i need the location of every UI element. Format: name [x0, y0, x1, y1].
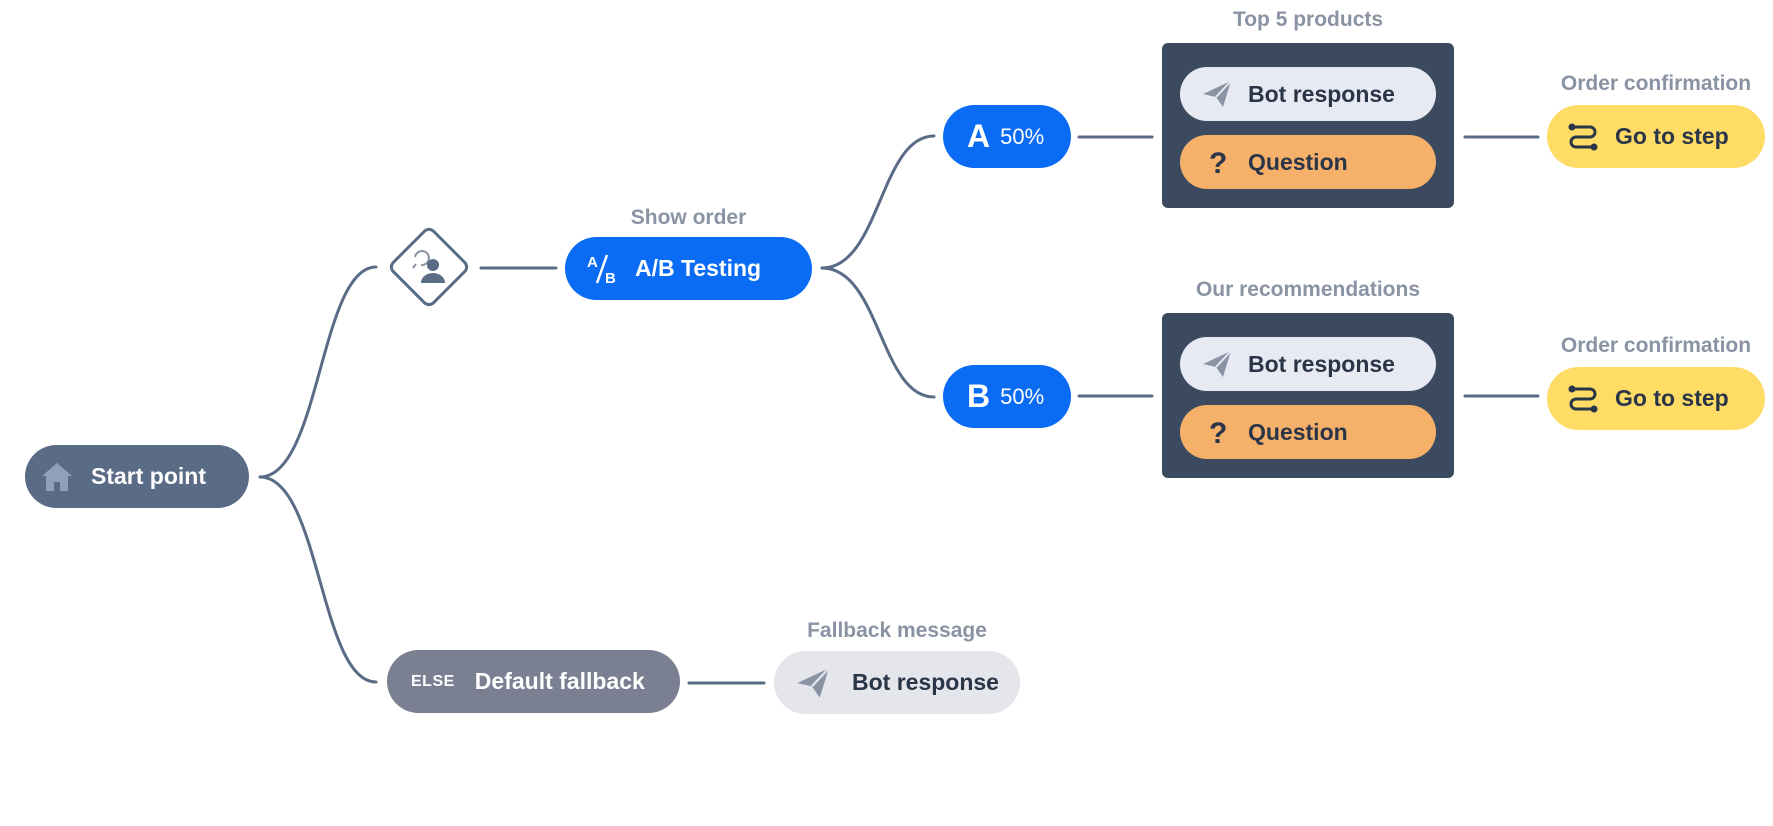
else-tag: ELSE	[411, 672, 455, 690]
group-2-caption: Our recommendations	[1195, 278, 1421, 301]
goto-1-caption: Order confirmation	[1560, 72, 1752, 95]
variant-a-letter: A	[967, 118, 991, 154]
fallback-bot-response-label: Bot response	[852, 669, 999, 695]
group-1-question-label: Question	[1248, 148, 1348, 175]
paper-plane-icon	[1200, 77, 1234, 111]
svg-text:A: A	[587, 254, 598, 271]
group-2-box[interactable]: Bot response ? Question	[1162, 313, 1454, 478]
group-1-bot-response[interactable]: Bot response	[1180, 67, 1436, 121]
group-1-caption: Top 5 products	[1232, 8, 1384, 31]
condition-node[interactable]	[385, 223, 473, 311]
ab-testing-node[interactable]: A B A/B Testing	[565, 237, 812, 300]
route-icon	[1565, 381, 1601, 417]
goto-2-caption: Order confirmation	[1560, 334, 1752, 357]
home-icon	[39, 459, 75, 495]
goto-step-2-label: Go to step	[1615, 385, 1729, 411]
connector-ab-a	[820, 134, 936, 270]
group-2-question-label: Question	[1248, 418, 1348, 445]
variant-a-percent: 50%	[1000, 123, 1045, 149]
question-mark-icon: ?	[1200, 415, 1234, 449]
svg-text:?: ?	[1209, 147, 1227, 178]
connector-start-fallback	[258, 475, 378, 684]
goto-step-2-node[interactable]: Go to step	[1547, 367, 1765, 430]
svg-text:B: B	[605, 270, 616, 287]
question-mark-icon: ?	[1200, 145, 1234, 179]
group-1-box[interactable]: Bot response ? Question	[1162, 43, 1454, 208]
group-2-bot-response-label: Bot response	[1248, 350, 1395, 377]
fallback-message-caption: Fallback message	[807, 619, 987, 642]
variant-a-node[interactable]: A 50%	[943, 105, 1071, 168]
goto-step-1-label: Go to step	[1615, 123, 1729, 149]
ab-caption: Show order	[630, 206, 747, 229]
default-fallback-node[interactable]: ELSE Default fallback	[387, 650, 680, 713]
user-condition-icon	[407, 245, 451, 289]
start-point-label: Start point	[91, 463, 206, 489]
default-fallback-label: Default fallback	[474, 668, 645, 694]
group-1-question[interactable]: ? Question	[1180, 135, 1436, 189]
variant-b-node[interactable]: B 50%	[943, 365, 1071, 428]
group-1-bot-response-label: Bot response	[1248, 80, 1395, 107]
ab-testing-label: A/B Testing	[635, 255, 762, 281]
start-point-node[interactable]: Start point	[25, 445, 249, 508]
group-2-question[interactable]: ? Question	[1180, 405, 1436, 459]
connector-start-condition	[258, 265, 378, 479]
paper-plane-icon	[794, 664, 832, 702]
route-icon	[1565, 119, 1601, 155]
variant-b-letter: B	[967, 378, 991, 414]
fallback-bot-response-node[interactable]: Bot response	[774, 651, 1020, 714]
paper-plane-icon	[1200, 347, 1234, 381]
ab-test-icon: A B	[585, 251, 621, 287]
group-2-bot-response[interactable]: Bot response	[1180, 337, 1436, 391]
svg-text:?: ?	[1209, 417, 1227, 448]
goto-step-1-node[interactable]: Go to step	[1547, 105, 1765, 168]
connector-ab-b	[820, 266, 936, 399]
variant-b-percent: 50%	[1000, 383, 1045, 409]
